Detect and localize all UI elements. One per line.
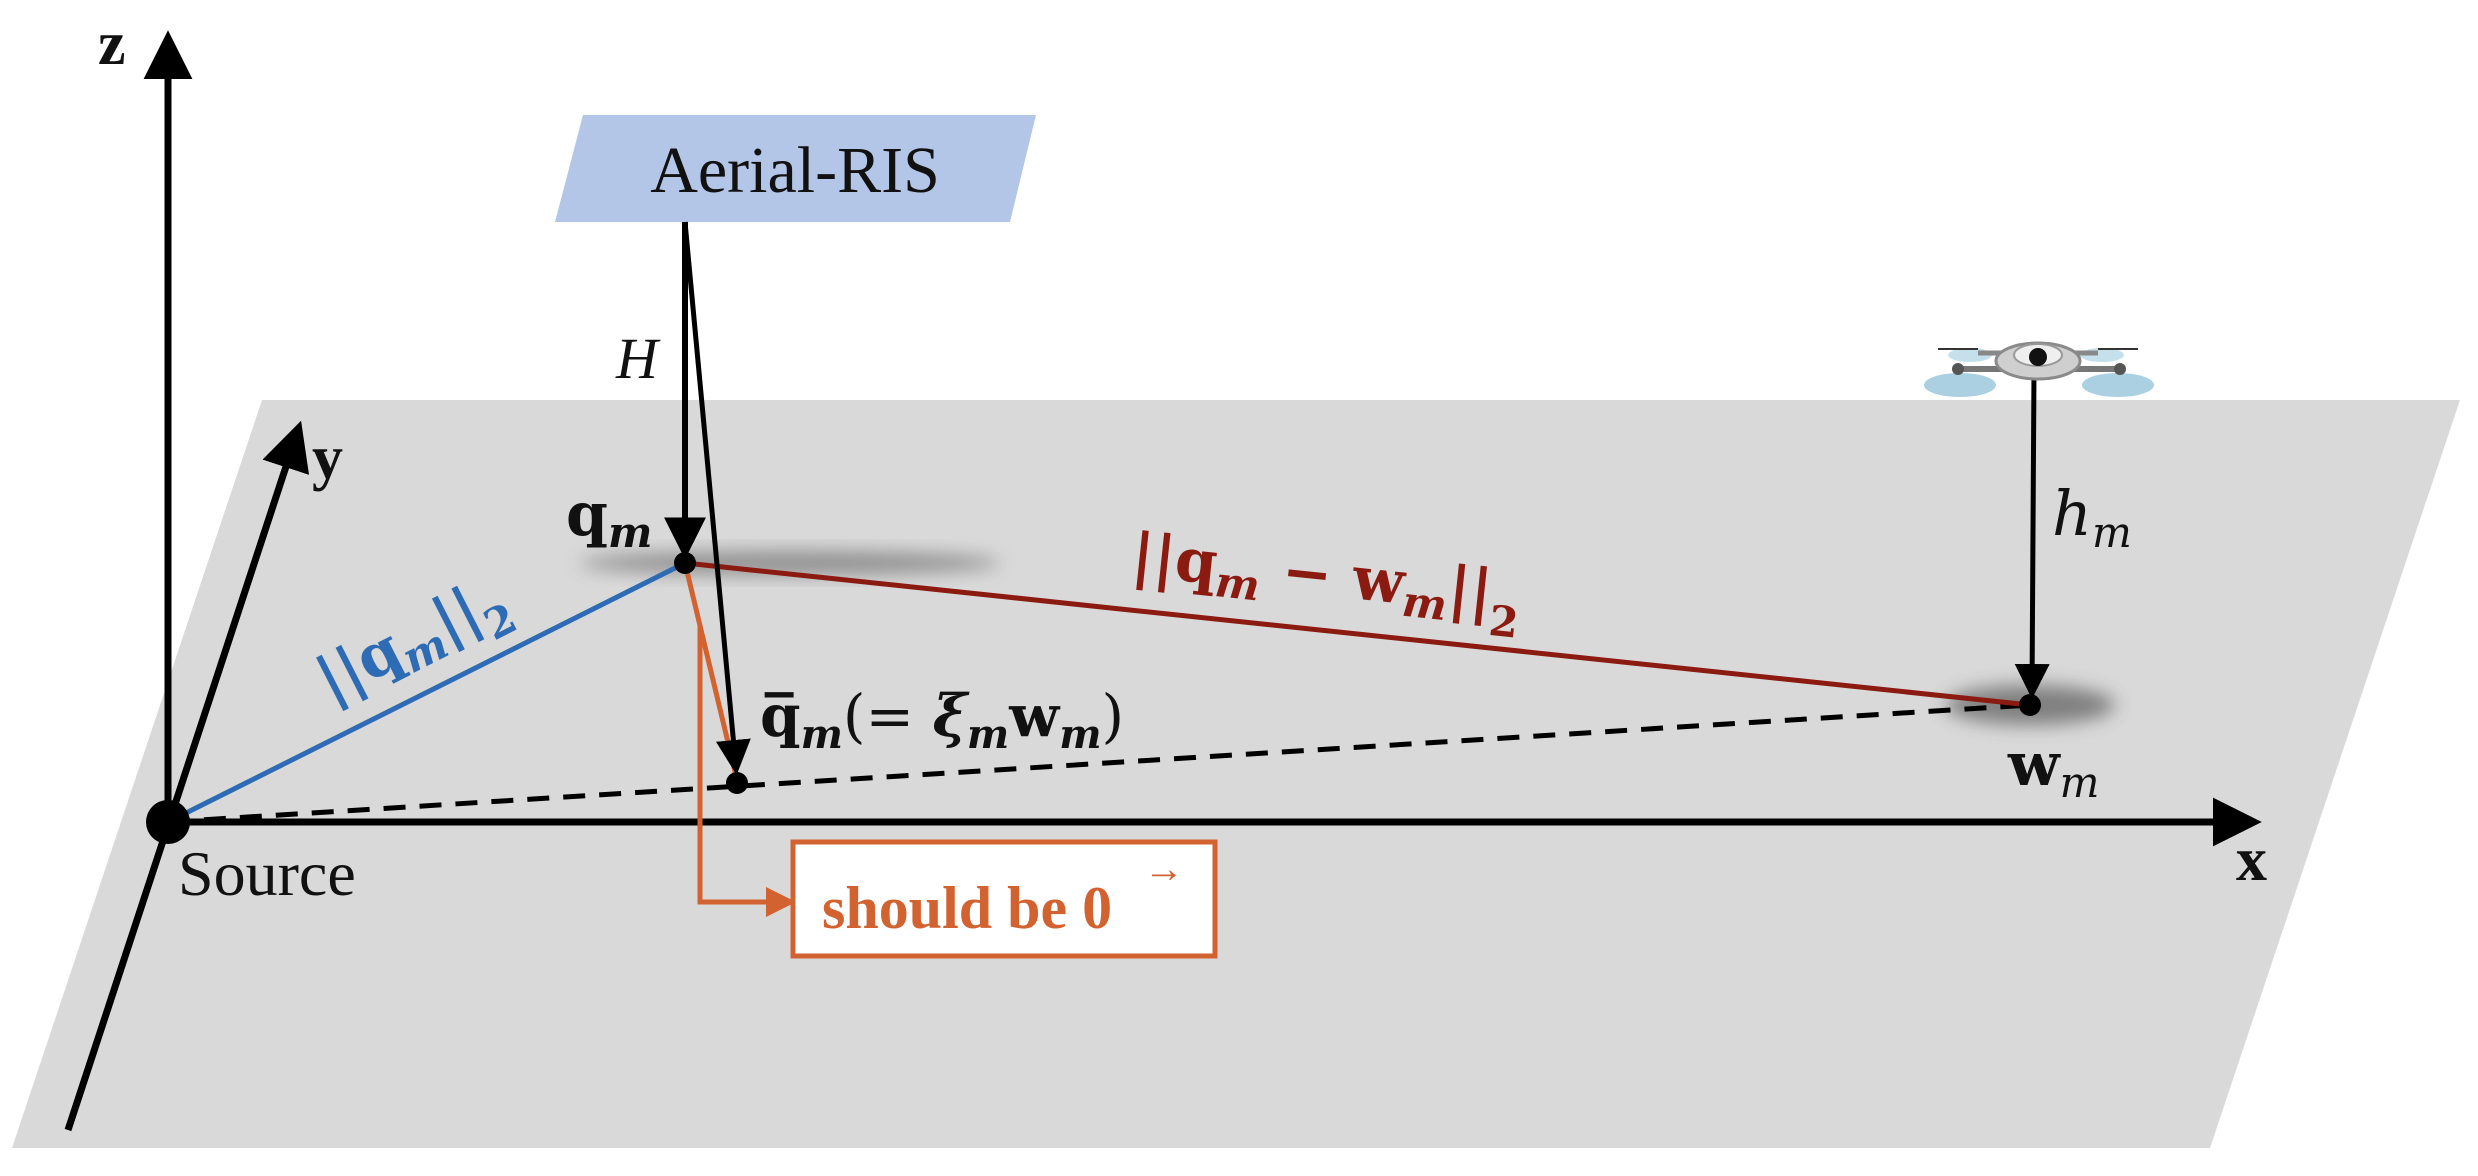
drone-icon: [1924, 341, 2154, 397]
hm-label: hm: [2052, 477, 2132, 557]
aerial-ris-box: [555, 115, 1036, 222]
ground-plane: [12, 400, 2460, 1148]
norm-diff-line: [684, 560, 2031, 708]
callout-box: [790, 839, 1218, 959]
z-axis-label: z: [98, 10, 126, 78]
wm-point: [2019, 694, 2041, 716]
norm-q-line: [166, 560, 687, 825]
qm-point: [674, 552, 696, 574]
ris-to-qbar-arrow: [682, 221, 751, 775]
callout-connector: [697, 625, 796, 917]
aerial-ris-label: Aerial-RIS: [650, 134, 940, 207]
qbar-label: q̅m(= ξmwm): [760, 682, 1124, 758]
drone-to-wm-arrow: [2014, 369, 2050, 699]
wm-label: wm: [2007, 730, 2099, 807]
source-wm-dashed-line: [167, 702, 2031, 825]
source-point: [146, 800, 190, 844]
callout-text: should be 0: [822, 875, 1112, 941]
x-axis-label: x: [2236, 826, 2267, 894]
qbar-point: [726, 772, 748, 794]
height-H-label: H: [615, 326, 661, 391]
qm-label: qm: [566, 480, 652, 557]
source-label: Source: [178, 838, 356, 909]
norm-diff-label: ||qm − wm||2: [1127, 520, 1525, 647]
y-axis: [64, 420, 310, 1132]
callout-vector-arrow: →: [1144, 846, 1184, 891]
y-axis-label: y: [312, 424, 343, 492]
